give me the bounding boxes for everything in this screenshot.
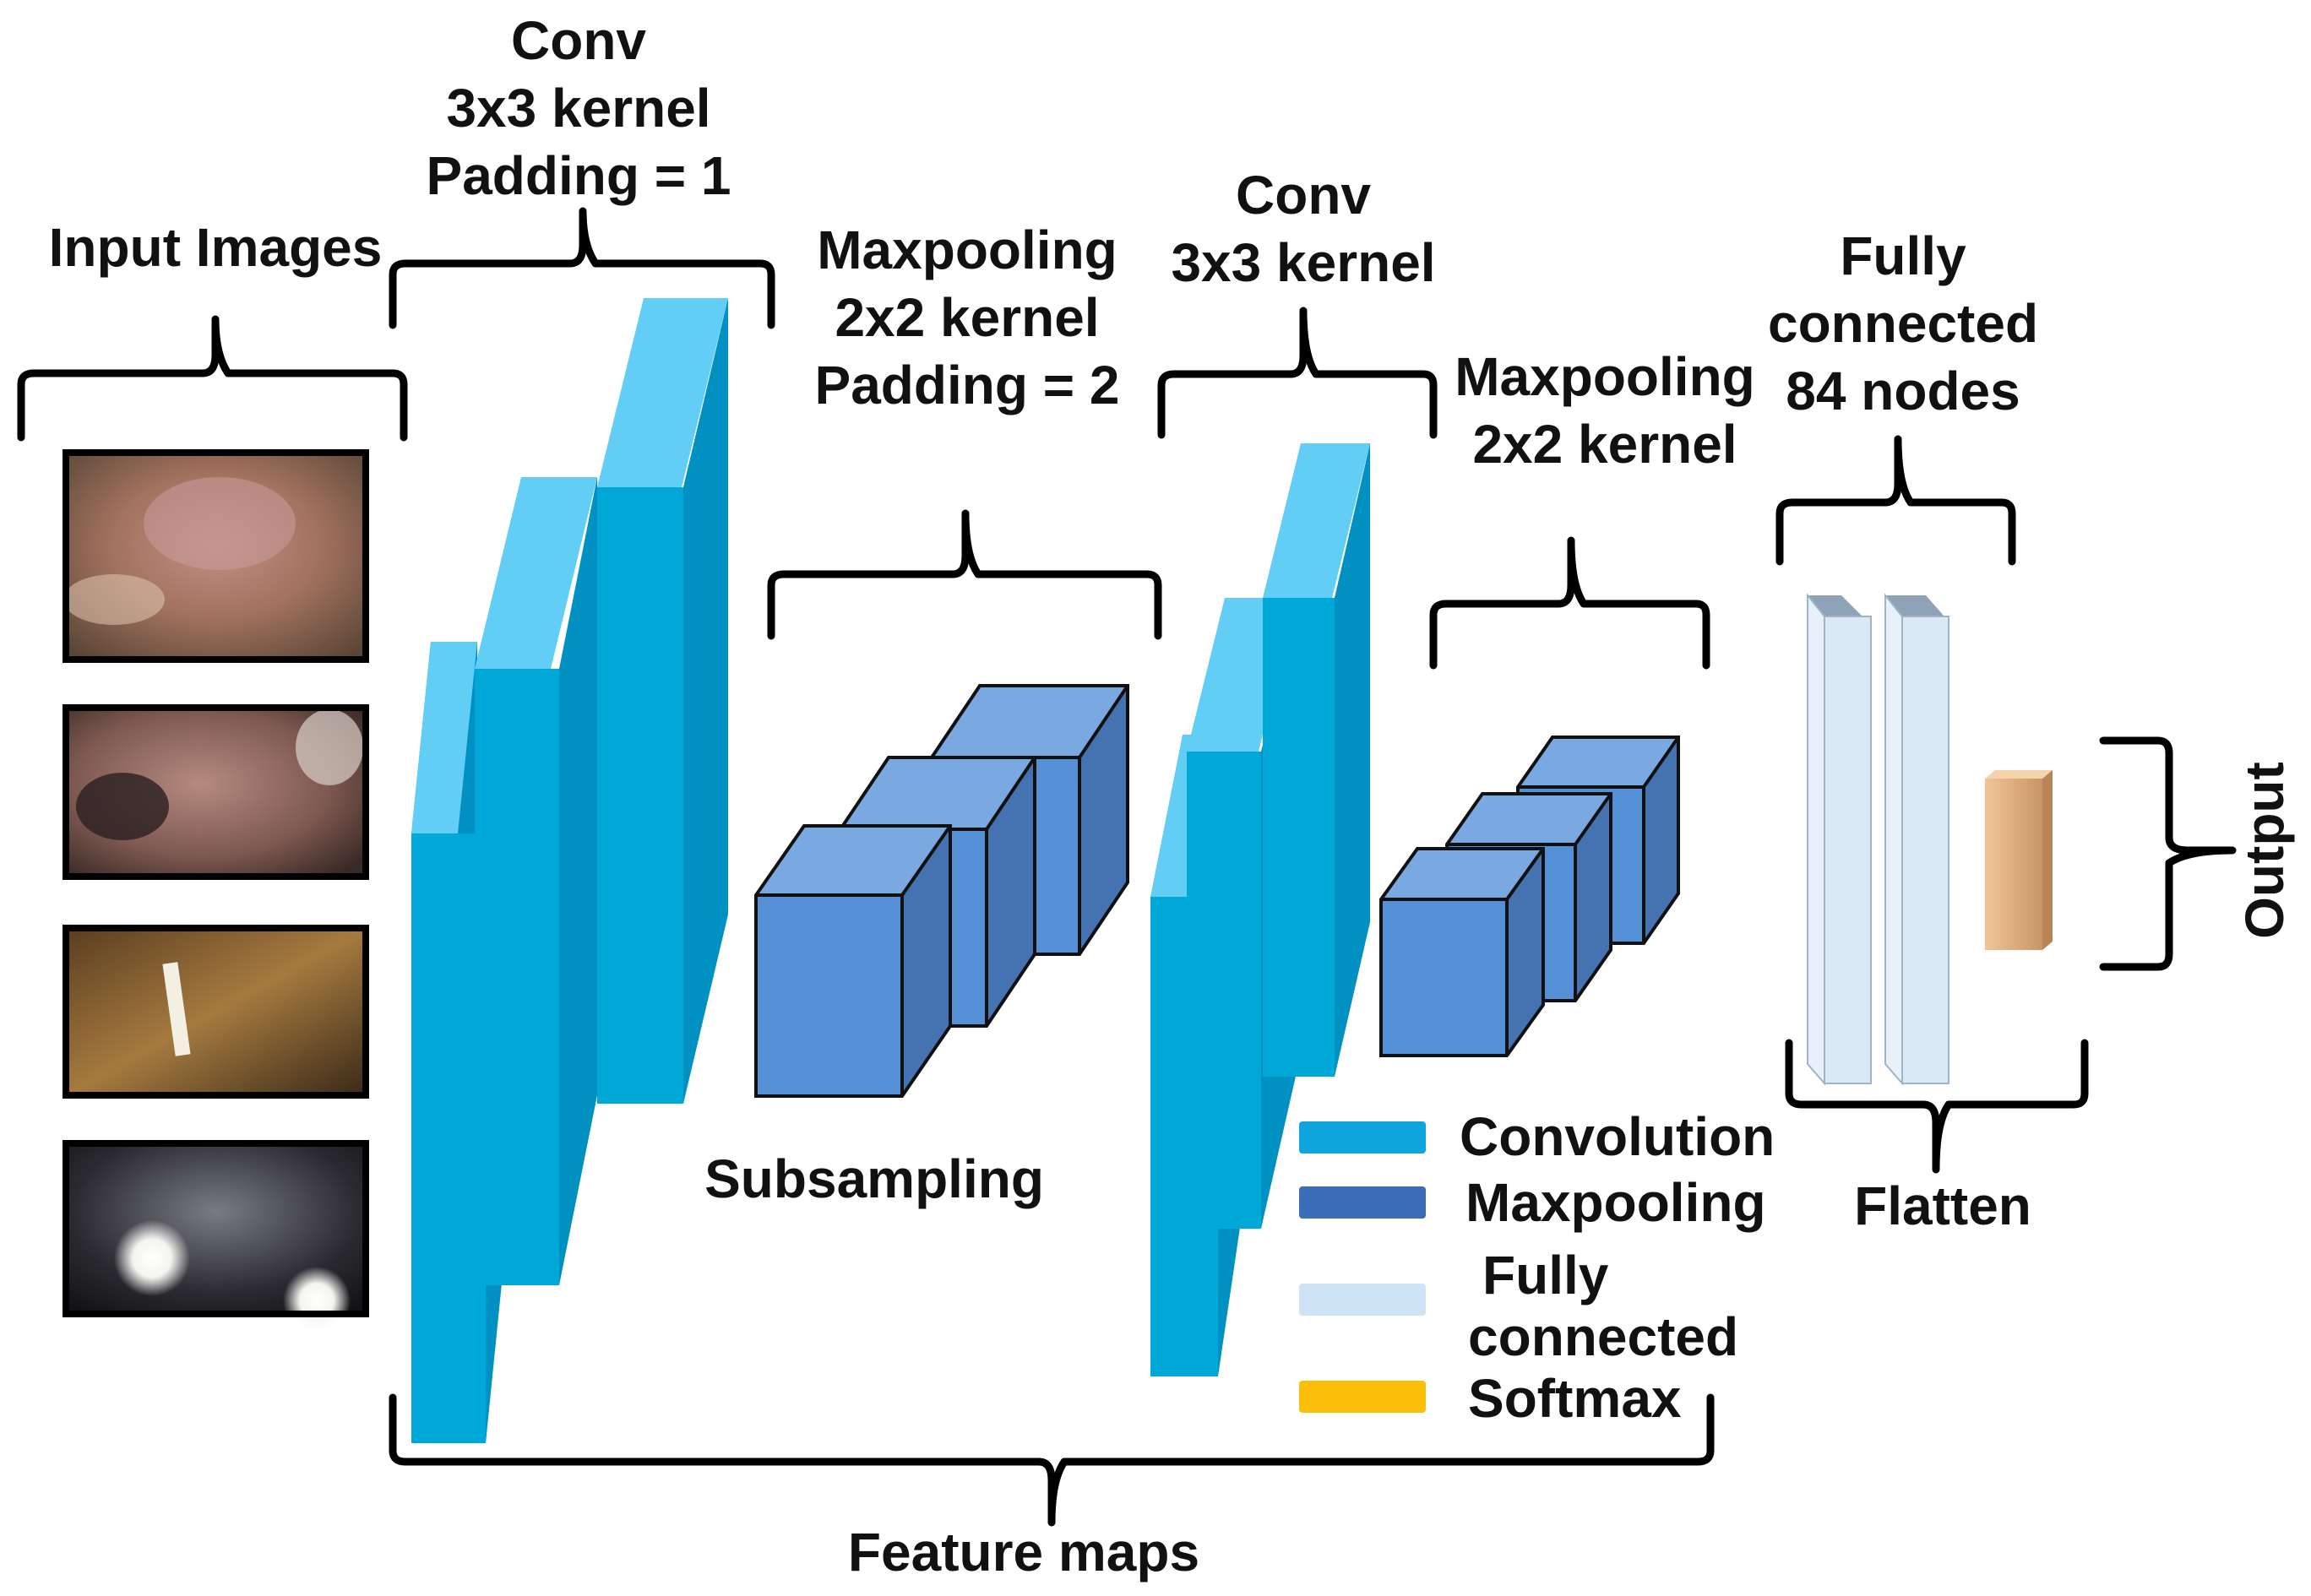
legend-swatch-maxpooling [1299, 1186, 1426, 1219]
fc-label-line3: 84 nodes [1786, 361, 2020, 421]
feature-maps-brace [389, 1393, 1715, 1527]
conv1-label-line1: Conv [511, 10, 646, 71]
output-label: Output [2234, 762, 2295, 939]
legend: Convolution Maxpooling Fully connected S… [1299, 1106, 1775, 1429]
pool1-label-line1: Maxpooling [817, 220, 1117, 280]
softmax-output-bar [1985, 770, 2053, 950]
output-brace [2099, 736, 2237, 971]
fc-brace [1775, 435, 2016, 566]
input-image-4 [63, 1140, 369, 1334]
input-images-title: Input Images [49, 217, 383, 278]
conv2-slab-3 [1263, 443, 1370, 1077]
conv2-label-line2: 3x3 kernel [1171, 232, 1435, 293]
conv1-label-line3: Padding = 1 [427, 145, 731, 206]
pool1-brace [767, 509, 1162, 640]
conv1-slab-3 [597, 298, 728, 1104]
pool2-label-line1: Maxpooling [1455, 346, 1755, 407]
fc-bar-1 [1807, 593, 1872, 1086]
legend-label-maxpooling: Maxpooling [1465, 1172, 1766, 1233]
pool2-cube-1 [1379, 847, 1545, 1057]
flatten-brace [1785, 1039, 2089, 1174]
flatten-label: Flatten [1854, 1175, 2031, 1236]
input-images-brace [17, 315, 408, 442]
legend-swatch-convolution [1299, 1121, 1426, 1154]
fc-label-line1: Fully [1840, 225, 1966, 286]
pool1-label-line3: Padding = 2 [815, 355, 1120, 415]
conv1-brace [389, 207, 775, 329]
legend-label-softmax: Softmax [1468, 1368, 1682, 1429]
pool2-brace [1429, 536, 1710, 670]
legend-swatch-fully-connected [1299, 1284, 1426, 1316]
legend-label-fully-connected-line2: connected [1468, 1306, 1738, 1367]
fc-label-line2: connected [1768, 293, 2038, 354]
legend-swatch-softmax [1299, 1381, 1426, 1413]
input-image-2 [63, 704, 369, 880]
pool1-cube-1 [754, 824, 952, 1098]
conv2-brace [1157, 307, 1438, 439]
pool2-label-line2: 2x2 kernel [1472, 414, 1737, 475]
subsampling-label: Subsampling [704, 1148, 1044, 1209]
input-image-1 [63, 449, 369, 663]
conv2-label-line1: Conv [1236, 165, 1371, 225]
legend-label-fully-connected-line1: Fully [1482, 1245, 1609, 1306]
feature-maps-label: Feature maps [848, 1522, 1199, 1582]
fc-bar-2 [1884, 593, 1949, 1086]
input-image-3 [63, 925, 369, 1099]
conv1-label-line2: 3x3 kernel [446, 78, 710, 138]
conv1-slab-2 [475, 477, 597, 1285]
pool1-label-line2: 2x2 kernel [835, 287, 1099, 348]
legend-label-convolution: Convolution [1460, 1106, 1775, 1167]
